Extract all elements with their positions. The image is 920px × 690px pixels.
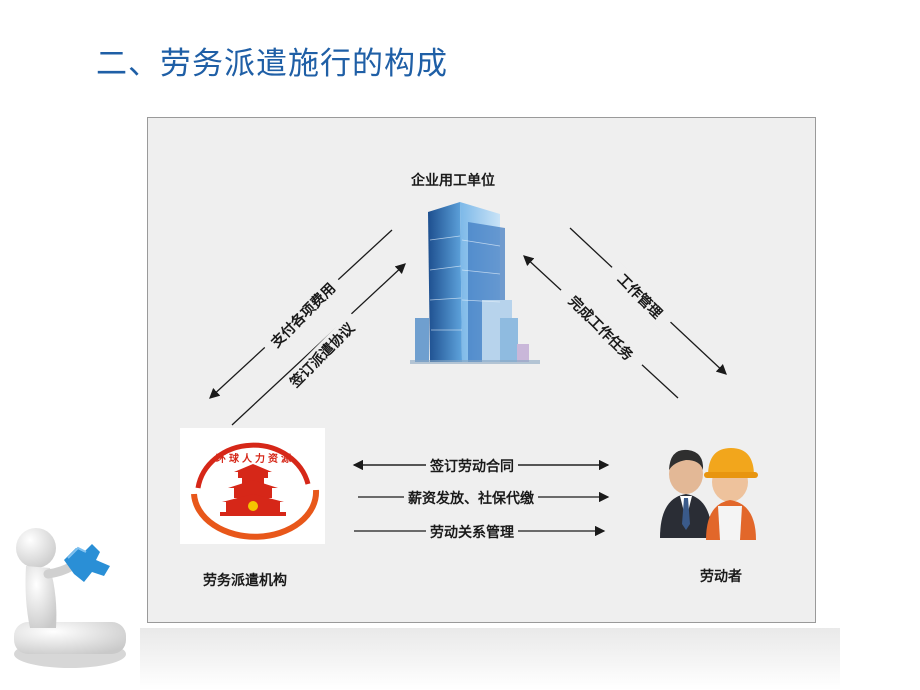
agency-label: 劳务派遣机构 bbox=[203, 573, 287, 589]
logo-text: 环球人力资源 bbox=[216, 454, 294, 465]
employer-label: 企业用工单位 bbox=[411, 173, 495, 189]
agency-logo: 环球人力资源 bbox=[180, 428, 325, 544]
label-labor-contract: 签订劳动合同 bbox=[426, 456, 518, 476]
worker-label: 劳动者 bbox=[700, 569, 742, 585]
slide-title: 二、劳务派遣施行的构成 bbox=[96, 46, 448, 82]
label-labor-relation: 劳动关系管理 bbox=[426, 522, 518, 542]
bottom-shadow bbox=[140, 628, 840, 690]
label-salary-social: 薪资发放、社保代缴 bbox=[404, 488, 538, 508]
